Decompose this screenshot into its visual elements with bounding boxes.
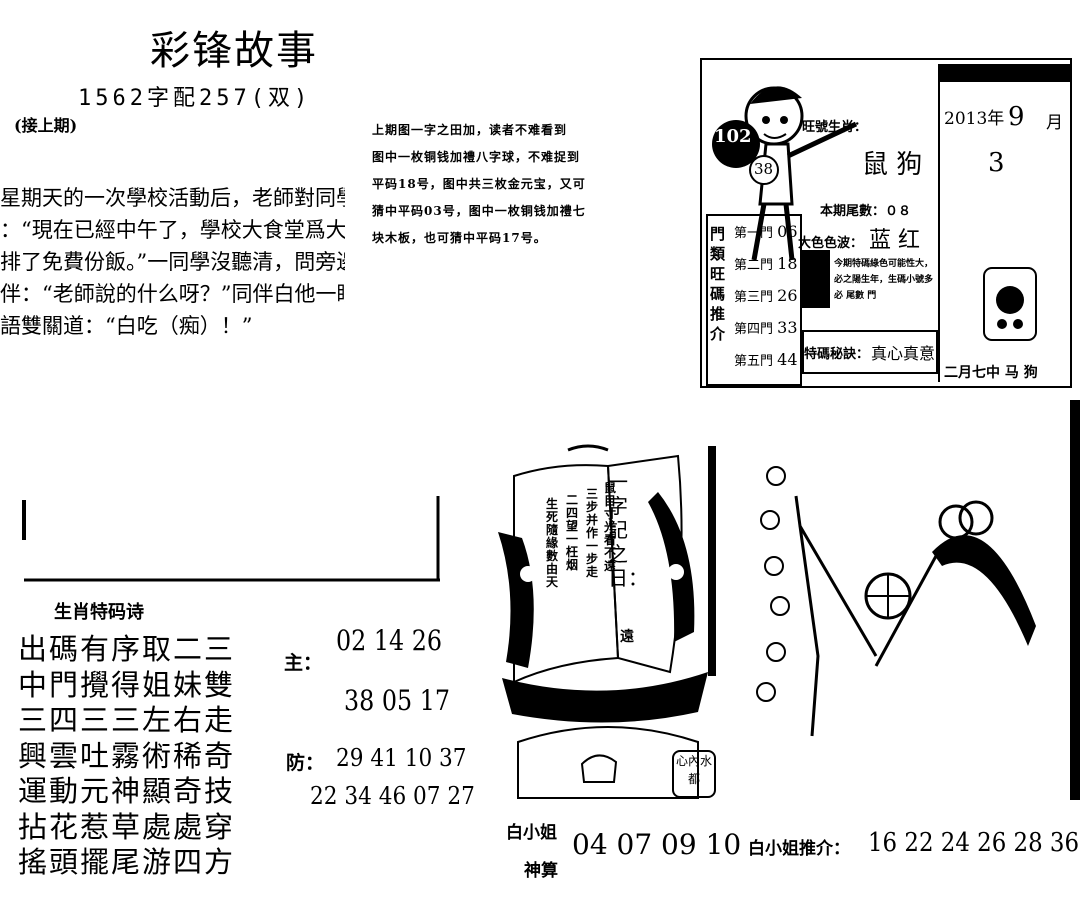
tip-line: 必 尾數 門 <box>834 291 877 301</box>
calendar-month-label: 月 <box>1046 113 1063 133</box>
calendar-year: 2013年 <box>944 109 1005 129</box>
secret-label: 特碼秘訣： <box>804 346 870 362</box>
story-text: 星期天的一次學校活動后，老師對同學們說 ：“現在已經中午了，學校大食堂爲大家安 … <box>0 182 345 342</box>
tip-text: 今期特碼綠色可能性大， 必之陽生年，生碼小號多 必 尾數 門 <box>834 256 933 304</box>
guard-numbers: 22 34 46 07 27 <box>310 782 475 810</box>
zodiac-poem: 出碼有序取二三 中門攪得姐妹雙 三四三三左右走 興雲吐霧術稀奇 運動元神顯奇技 … <box>18 632 235 881</box>
main-numbers: 02 14 26 <box>336 624 442 657</box>
continued-label: (接上期) <box>14 116 78 135</box>
sail-column: 二四望一枉烟 <box>566 493 579 572</box>
door-item: 第一門 06 <box>734 222 798 241</box>
wangmen-label: 旺號生肖： <box>802 120 868 135</box>
bxj-label: 白小姐 <box>506 823 557 843</box>
door-box: 門類旺碼推介 第一門 06 第二門 18 第三門 26 第四門 33 第五門 4… <box>706 214 802 386</box>
door-value: 18 <box>777 254 798 273</box>
guard-numbers: 29 41 10 37 <box>336 744 467 772</box>
calendar-page: 2013年 9 月 3 二月七中 马 狗 <box>938 64 1070 382</box>
riddle-line: 平码18号，图中共三枚金元宝，又可 <box>372 177 586 191</box>
calendar-header <box>940 64 1070 82</box>
door-value: 06 <box>777 222 798 241</box>
zodiac-illustration <box>983 267 1037 341</box>
riddle-line: 猜中平码03号，图中一枚铜钱加禮七 <box>372 204 586 218</box>
sail-title: 一字記之日： <box>608 470 648 590</box>
story-line: 語雙關道：“白吃（痴）！” <box>0 314 253 338</box>
sailboat-illustration <box>498 444 716 799</box>
main-label: 主： <box>284 652 323 674</box>
right-edge-bar <box>1070 400 1080 800</box>
door-label: 第五門 <box>734 354 774 369</box>
calendar-footer: 二月七中 马 狗 <box>944 365 1038 381</box>
poem-line: 三四三三左右走 <box>18 703 236 737</box>
issue-number: 1562字配257(双) <box>78 86 312 111</box>
tail-label: 本期尾數：０８ <box>820 204 912 219</box>
riddle-line: 图中一枚铜钱加禮八字球，不难捉到 <box>372 150 581 164</box>
sail-column: 生死隨緣數由天 <box>546 497 559 589</box>
color-wave-label: 大色色波： <box>798 236 864 251</box>
tip-line: 必之陽生年，生碼小號多 <box>834 275 934 285</box>
door-item: 第五門 44 <box>734 350 798 369</box>
color-wave: 大色色波： 蓝 红 <box>798 222 920 254</box>
prediction-panel: 102 38 旺號生肖： 鼠 狗 本期尾數：０８ 大色色波： 蓝 红 門類旺碼推介… <box>700 58 1072 388</box>
secret-value: 真心真意 <box>871 344 936 363</box>
story-line: ：“現在已經中午了，學校大食堂爲大家安 <box>0 218 345 242</box>
poem-line: 興雲吐霧術稀奇 <box>18 738 236 773</box>
story-line: 排了免費份飯。”一同學沒聽清，問旁邊同 <box>0 250 345 274</box>
door-value: 33 <box>777 318 798 337</box>
calendar-month: 9 <box>1008 102 1025 132</box>
poem-line: 中門攪得姐妹雙 <box>18 667 236 702</box>
door-label: 第二門 <box>734 258 774 273</box>
shensuan-label: 神算 <box>524 861 558 881</box>
riddle-text: 上期图一字之田加，读者不难看到 图中一枚铜钱加禮八字球，不难捉到 平码18号，图… <box>372 117 672 252</box>
door-value: 26 <box>777 286 798 305</box>
ball-number: 38 <box>754 160 774 178</box>
calendar-day: 3 <box>988 148 1005 178</box>
story-line: 伴：“老師說的什么呀？”同伴白他一眼一 <box>0 282 345 306</box>
main-numbers: 38 05 17 <box>344 684 450 717</box>
bxj-recommend-numbers: 16 22 24 26 28 36 <box>868 828 1080 858</box>
cartoon-boy-illustration <box>712 86 858 261</box>
sail-sign: 遠 <box>620 629 634 645</box>
door-item: 第二門 18 <box>734 254 798 273</box>
black-block <box>802 250 830 308</box>
story-line: 星期天的一次學校活動后，老師對同學們說 <box>0 186 345 210</box>
xin-stamp: 心內水都 <box>672 750 716 798</box>
frame-bracket <box>22 496 440 582</box>
poem-line: 運動元神顯奇技 <box>18 774 236 808</box>
wangmen-value: 鼠 狗 <box>862 150 923 180</box>
door-label: 第四門 <box>734 322 774 337</box>
issue-badge: 102 <box>714 126 752 147</box>
door-value: 44 <box>777 350 798 369</box>
page-title: 彩锋故事 <box>150 28 318 74</box>
sail-column: 三步并作一步走 <box>586 487 599 579</box>
poem-line: 拈花惹草處處穿 <box>18 809 236 844</box>
guard-label: 防： <box>286 752 325 774</box>
tip-line: 今期特碼綠色可能性大， <box>834 259 934 269</box>
sail-column: 鼠目寸光看不遠 <box>604 481 617 573</box>
poem-line: 搖頭擺尾游四方 <box>18 845 236 879</box>
zodiac-poem-title: 生肖特码诗 <box>54 602 144 623</box>
door-item: 第四門 33 <box>734 318 798 337</box>
bxj-recommend-label: 白小姐推介： <box>748 839 850 859</box>
door-label: 第三門 <box>734 290 774 305</box>
door-title: 門類旺碼推介 <box>710 225 726 343</box>
color-wave-value: 蓝 红 <box>869 228 921 253</box>
riddle-line: 块木板，也可猜中平码17号。 <box>372 231 547 245</box>
door-label: 第一門 <box>734 226 774 241</box>
bxj-numbers: 04 07 09 10 <box>572 828 742 861</box>
poem-line: 出碼有序取二三 <box>18 632 236 666</box>
fruit-chain-illustration <box>756 466 1036 737</box>
door-item: 第三門 26 <box>734 286 798 305</box>
riddle-line: 上期图一字之田加，读者不难看到 <box>372 123 568 137</box>
secret-box: 特碼秘訣：真心真意 <box>802 330 938 374</box>
